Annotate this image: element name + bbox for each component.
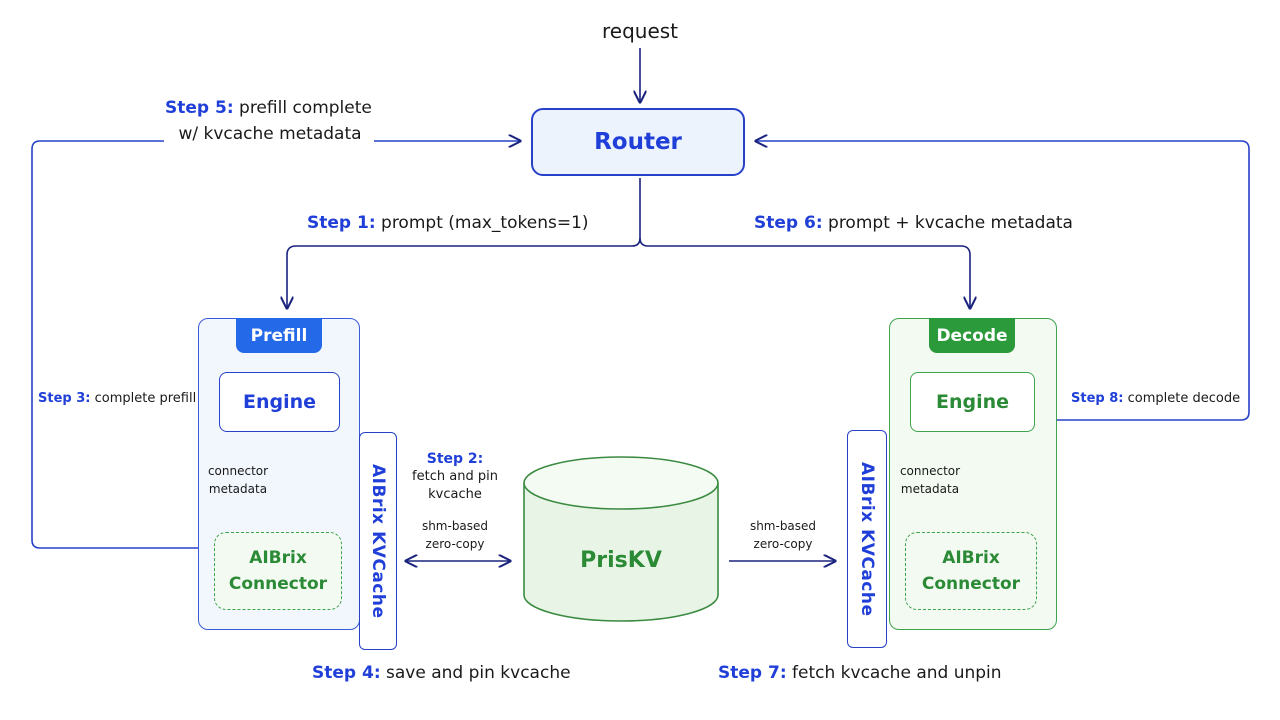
decode-connector-line2: Connector (921, 574, 1021, 594)
prefill-aibrix-connector: AIBrix Connector (214, 532, 342, 610)
step3-label: Step 3: complete prefill (38, 391, 197, 406)
shm-left-label: shm-based zero-copy (410, 517, 500, 553)
prefill-connector-line2: Connector (228, 574, 328, 594)
request-label: request (601, 19, 679, 43)
decode-aibrix-connector: AIBrix Connector (905, 532, 1037, 610)
step2-number: Step 2: (426, 451, 484, 467)
prefill-connector-metadata-label: connector metadata (204, 462, 272, 498)
decode-metadata-line2: metadata (900, 482, 960, 496)
router-node: Router (531, 108, 745, 176)
step5-label: Step 5: prefill complete (165, 98, 372, 118)
router-to-decode-arrow (639, 237, 970, 308)
step3-text: complete prefill (90, 391, 197, 406)
step6-number: Step 6: (754, 213, 823, 233)
step8-label: Step 8: complete decode (1071, 391, 1241, 406)
step2-line1: fetch and pin (412, 469, 498, 484)
step1-label: Step 1: prompt (max_tokens=1) (307, 213, 589, 233)
step4-number: Step 4: (312, 663, 381, 683)
step3-number: Step 3: (38, 391, 91, 406)
prefill-engine: Engine (219, 372, 340, 432)
shm-right-line1: shm-based (749, 519, 817, 533)
step1-text: prompt (max_tokens=1) (375, 213, 589, 233)
step2-line2: kvcache (428, 487, 482, 502)
decode-kvcache-label: AIBrix KVCache (857, 461, 877, 617)
step5-text: prefill complete (233, 98, 372, 118)
step1-number: Step 1: (307, 213, 376, 233)
priskv-top (523, 456, 719, 510)
step6-label: Step 6: prompt + kvcache metadata (754, 213, 1073, 233)
shm-left-line1: shm-based (421, 519, 489, 533)
prefill-kvcache-label: AIBrix KVCache (368, 463, 388, 619)
shm-left-line2: zero-copy (425, 537, 485, 551)
step8-text: complete decode (1123, 391, 1241, 406)
router-label: Router (594, 129, 682, 155)
decode-connector-metadata-label: connector metadata (895, 462, 965, 498)
prefill-metadata-line1: connector (207, 464, 269, 478)
shm-right-line2: zero-copy (753, 537, 813, 551)
priskv-label: PrisKV (580, 548, 662, 573)
prefill-tab: Prefill (236, 318, 322, 353)
step5-number: Step 5: (165, 98, 234, 118)
decode-connector-line1: AIBrix (942, 548, 1000, 568)
decode-aibrix-kvcache: AIBrix KVCache (847, 430, 887, 648)
decode-tab: Decode (929, 318, 1015, 353)
decode-complete-loop (756, 141, 1250, 421)
prefill-metadata-line2: metadata (208, 482, 268, 496)
prefill-aibrix-kvcache: AIBrix KVCache (359, 432, 397, 650)
decode-metadata-line1: connector (899, 464, 961, 478)
decode-engine: Engine (910, 372, 1035, 432)
step7-number: Step 7: (718, 663, 787, 683)
router-to-prefill-arrow (287, 178, 641, 308)
step2-label: Step 2: fetch and pin kvcache (410, 450, 500, 504)
step6-text: prompt + kvcache metadata (822, 213, 1073, 233)
step5-line2: w/ kvcache metadata (170, 124, 370, 144)
prefill-complete-loop (31, 140, 198, 549)
step7-text: fetch kvcache and unpin (786, 663, 1002, 683)
prefill-connector-line1: AIBrix (249, 548, 307, 568)
priskv-body (523, 483, 719, 622)
step4-text: save and pin kvcache (380, 663, 571, 683)
shm-right-label: shm-based zero-copy (738, 517, 828, 553)
priskv-cylinder (523, 456, 719, 622)
step7-label: Step 7: fetch kvcache and unpin (718, 663, 1002, 683)
step8-number: Step 8: (1071, 391, 1124, 406)
step4-label: Step 4: save and pin kvcache (312, 663, 571, 683)
